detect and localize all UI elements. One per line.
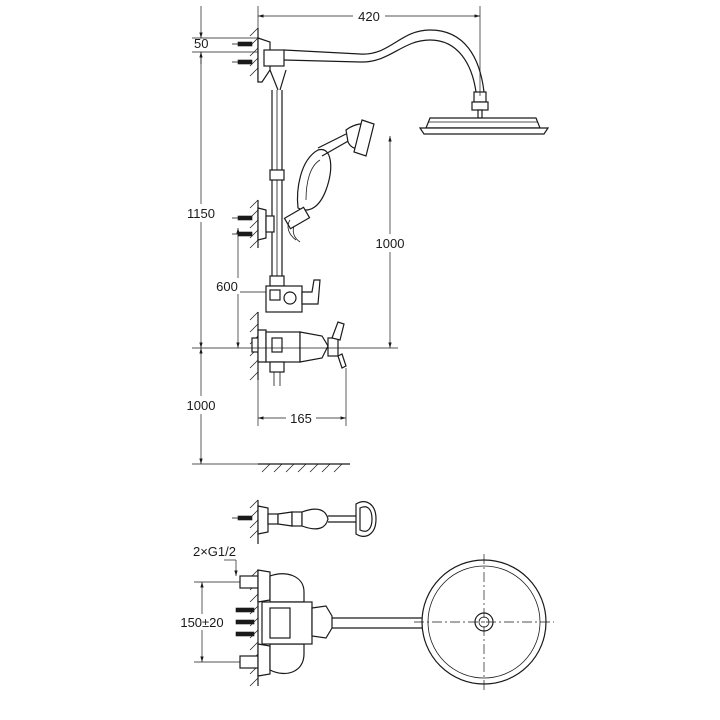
- dim-head-height: 1000: [374, 136, 406, 348]
- dim-offset-top: 50: [192, 6, 258, 64]
- wall-hatch-top: [249, 27, 259, 82]
- dim-inlet-thread: 2×G1/2: [193, 544, 238, 576]
- plan-view: 2×G1/2 150±20: [178, 544, 554, 690]
- front-elevation: 420 50 1150 600 1000: [184, 6, 550, 473]
- wall-screws-top: [232, 41, 253, 65]
- dim-total-height: 1150: [186, 52, 216, 348]
- dim-valve-depth-label: 165: [290, 411, 312, 426]
- dim-floor-height-label: 1000: [187, 398, 216, 413]
- dim-floor-height: 1000: [184, 348, 258, 465]
- floor-line: [258, 463, 350, 473]
- dim-arm-width: 420: [257, 6, 481, 96]
- diverter-body: [265, 279, 321, 313]
- dim-valve-height-label: 600: [216, 279, 238, 294]
- middle-bracket: [257, 207, 275, 241]
- dim-arm-width-label: 420: [358, 9, 380, 24]
- shower-arm: [283, 29, 485, 93]
- dim-offset-top-label: 50: [194, 36, 208, 51]
- shower-head: [418, 117, 550, 135]
- hand-shower: [283, 119, 375, 243]
- wall-screws-middle: [232, 215, 253, 237]
- dim-valve-height: 600: [214, 228, 266, 348]
- dim-head-height-label: 1000: [376, 236, 405, 251]
- thermostatic-mixer: [251, 321, 347, 386]
- dim-total-height-label: 1150: [187, 206, 215, 221]
- dim-valve-depth: 165: [257, 368, 347, 426]
- holder-side-view: [232, 499, 377, 544]
- dim-inlet-spacing: 150±20: [178, 581, 240, 663]
- dim-inlet-thread-label: 2×G1/2: [193, 544, 236, 559]
- dim-inlet-spacing-label: 150±20: [180, 615, 223, 630]
- wall-hatch-middle: [249, 199, 259, 249]
- wall-hatch-bottom: [249, 311, 259, 381]
- riser-rail: [269, 90, 285, 280]
